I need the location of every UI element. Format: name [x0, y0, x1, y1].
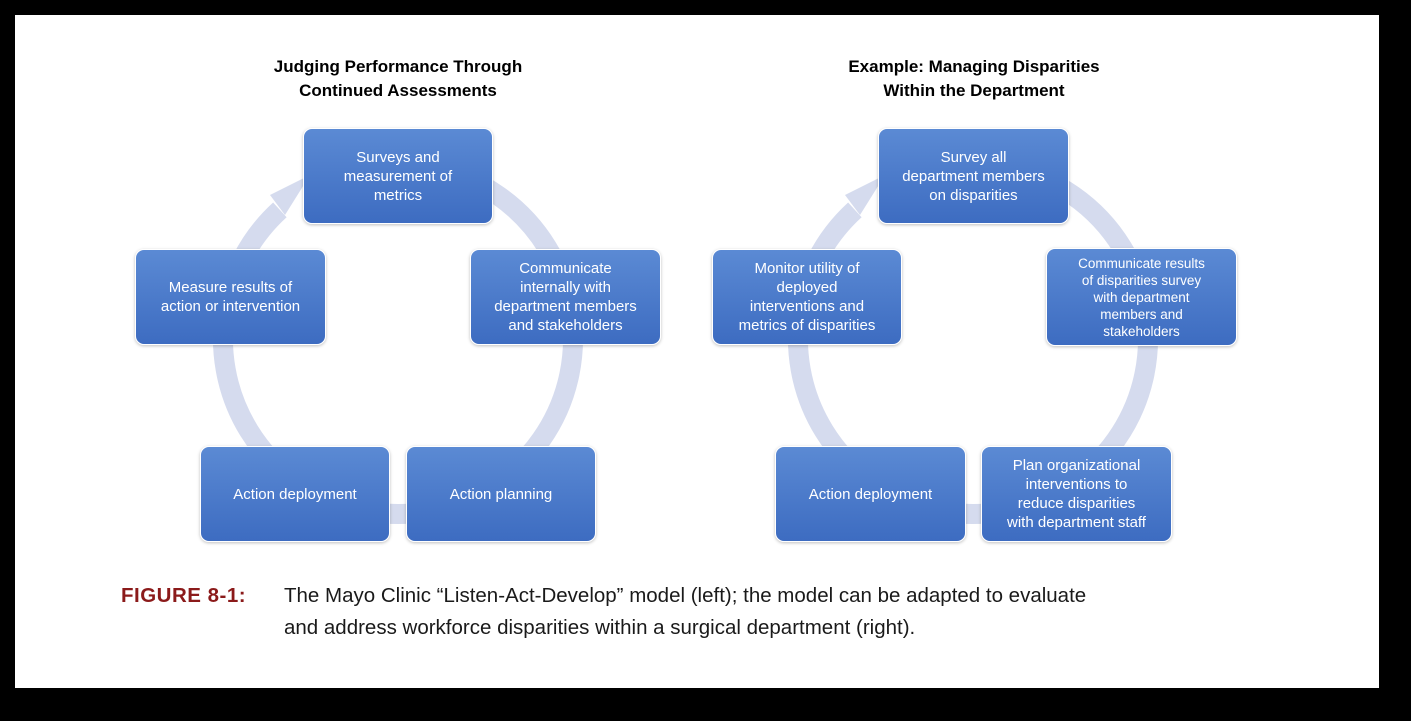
left-step-measure-results: Measure results of action or interventio… [135, 249, 326, 345]
step-text-line: Action deployment [808, 485, 933, 503]
step-text-line: reduce disparities [1017, 495, 1136, 512]
right-step-monitor-utility: Monitor utility of deployed intervention… [712, 249, 902, 345]
step-text-line: department members [494, 298, 637, 315]
step-text-line: with department [1093, 289, 1190, 305]
step-text-line: action or intervention [160, 298, 301, 315]
step-text-line: members and [1100, 306, 1183, 322]
step-text-line: internally with [520, 279, 611, 296]
right-step-action-deployment: Action deployment [775, 446, 966, 542]
left-title-line-1: Judging Performance Through [273, 57, 523, 76]
step-text-line: measurement of [343, 167, 453, 185]
step-text-line: interventions and [749, 298, 865, 315]
left-diagram-title: Judging Performance Through Continued As… [188, 55, 608, 103]
step-text-line: Survey all [940, 148, 1007, 166]
right-step-communicate: Communicate results of disparities surve… [1046, 248, 1237, 346]
caption-label: FIGURE 8-1: [121, 584, 247, 607]
caption-text: The Mayo Clinic “Listen-Act-Develop” mod… [284, 580, 1284, 644]
left-step-communicate: Communicate internally with department m… [470, 249, 661, 345]
step-text-line: metrics [373, 186, 423, 204]
step-text-line: with department staff [1007, 514, 1146, 531]
step-text-line: Communicate results [1078, 255, 1205, 271]
step-text-line: Action planning [449, 485, 553, 503]
left-title-line-2: Continued Assessments [299, 81, 497, 100]
step-text-line: on disparities [929, 186, 1018, 204]
step-text-line: Plan organizational [1012, 457, 1141, 474]
step-text-line: stakeholders [1103, 323, 1180, 339]
step-text-line: Monitor utility of [754, 260, 860, 277]
step-text-line: of disparities survey [1081, 272, 1202, 288]
step-text-line: metrics of disparities [738, 317, 876, 334]
figure-panel: Judging Performance Through Continued As… [15, 15, 1379, 688]
right-title-line-1: Example: Managing Disparities [848, 57, 1100, 76]
right-diagram-title: Example: Managing Disparities Within the… [764, 55, 1184, 103]
right-step-plan-interventions: Plan organizational interventions to red… [981, 446, 1172, 542]
step-text-line: Action deployment [233, 485, 357, 503]
right-cycle-arrowhead [845, 175, 885, 215]
step-text-line: department members [902, 167, 1045, 185]
step-text-line: and stakeholders [508, 317, 623, 334]
right-step-survey: Survey all department members on dispari… [878, 128, 1069, 224]
step-text-line: interventions to [1025, 476, 1128, 493]
left-cycle-arrowhead [270, 175, 310, 215]
left-step-action-deployment: Action deployment [200, 446, 390, 542]
left-step-surveys: Surveys and measurement of metrics [303, 128, 493, 224]
right-title-line-2: Within the Department [883, 81, 1065, 100]
caption-line-1: The Mayo Clinic “Listen-Act-Develop” mod… [284, 584, 1087, 607]
step-text-line: Communicate [519, 260, 612, 277]
caption-line-2: and address workforce disparities within… [284, 616, 916, 639]
step-text-line: Surveys and [356, 148, 440, 166]
step-text-line: Measure results of [168, 279, 293, 296]
left-step-action-planning: Action planning [406, 446, 596, 542]
step-text-line: deployed [776, 279, 838, 296]
